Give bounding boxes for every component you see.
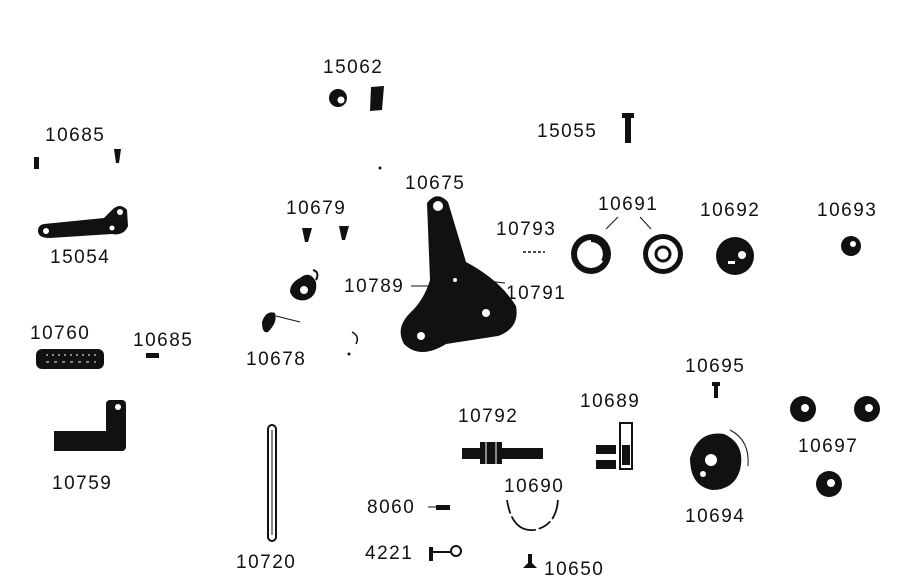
part-10650 [523,554,537,568]
part-10693 [841,236,861,256]
part-10697 [790,396,880,497]
part-10679 [302,226,349,242]
part-10792 [462,442,543,464]
part-10692 [716,237,754,275]
part-10760 [36,349,104,369]
label-10692: 10692 [700,200,761,221]
part-10695 [712,382,720,398]
part-8060 [428,505,450,510]
leader-10791 [465,278,506,284]
part-10759 [54,400,126,451]
part-10694 [690,429,749,490]
part-15062 [329,86,384,111]
part-10678 [262,269,359,356]
part-10675 [400,196,517,352]
part-10691 [571,216,683,274]
speck [378,166,382,170]
label-10675: 10675 [405,173,466,194]
label-10690: 10690 [504,476,565,497]
label-10793: 10793 [496,219,557,240]
label-10685-top: 10685 [45,125,106,146]
part-10690 [506,499,559,531]
label-10789: 10789 [344,276,405,297]
part-15054 [38,206,128,238]
label-10760: 10760 [30,323,91,344]
label-10679: 10679 [286,198,347,219]
label-10792: 10792 [458,406,519,427]
part-10720 [267,424,277,542]
label-15054: 15054 [50,247,111,268]
label-10685-mid: 10685 [133,330,194,351]
label-10695: 10695 [685,356,746,377]
label-8060: 8060 [367,497,416,518]
label-15062: 15062 [323,57,384,78]
part-15055 [622,113,634,143]
label-10791: 10791 [506,283,567,304]
label-10697: 10697 [798,436,859,457]
label-15055: 15055 [537,121,598,142]
label-10759: 10759 [52,473,113,494]
label-10689: 10689 [580,391,641,412]
label-10650: 10650 [544,559,605,580]
label-10678: 10678 [246,349,307,370]
part-4221 [429,545,462,561]
label-4221: 4221 [365,543,414,564]
part-10689 [596,422,633,470]
part-10685-mid [146,353,159,358]
label-10691: 10691 [598,194,659,215]
label-10693: 10693 [817,200,878,221]
part-10685-top [34,149,121,169]
label-10720: 10720 [236,552,297,573]
label-10694: 10694 [685,506,746,527]
